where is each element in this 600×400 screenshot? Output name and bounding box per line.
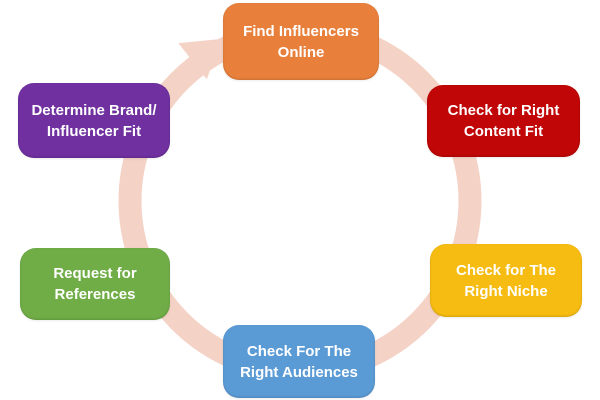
step-box-check-for-the-right-audiences: Check For The Right Audiences (223, 325, 375, 398)
step-label-line2: Online (277, 43, 325, 61)
step-box-check-for-the-right-niche: Check for The Right Niche (430, 244, 582, 317)
step-label-line2: Content Fit (463, 123, 544, 140)
step-box-find-influencers-online: Find Influencers Online (223, 3, 379, 80)
step-label-line1: Check For The (246, 342, 352, 360)
step-label-line1: Determine Brand/ (31, 101, 157, 119)
step-label-line1: Find Influencers (243, 22, 359, 40)
step-label-line1: Request for (53, 265, 137, 282)
step-box-determine-brand-influencer-fit: Determine Brand/ Influencer Fit (18, 83, 170, 158)
clockwise-arrowhead-icon (178, 39, 221, 80)
step-label-line2: References (54, 286, 136, 303)
step-label-line1: Check for The (455, 261, 557, 279)
cycle-ring-circle (118, 19, 482, 383)
step-box-check-for-right-content-fit: Check for Right Content Fit (427, 85, 580, 157)
step-label-line2: Right Audiences (240, 363, 358, 381)
step-label-line2: Right Niche (464, 282, 548, 300)
step-label-line2: Influencer Fit (46, 122, 142, 140)
step-label-line1: Check for Right (447, 102, 560, 119)
step-box-request-for-references: Request for References (20, 248, 170, 320)
